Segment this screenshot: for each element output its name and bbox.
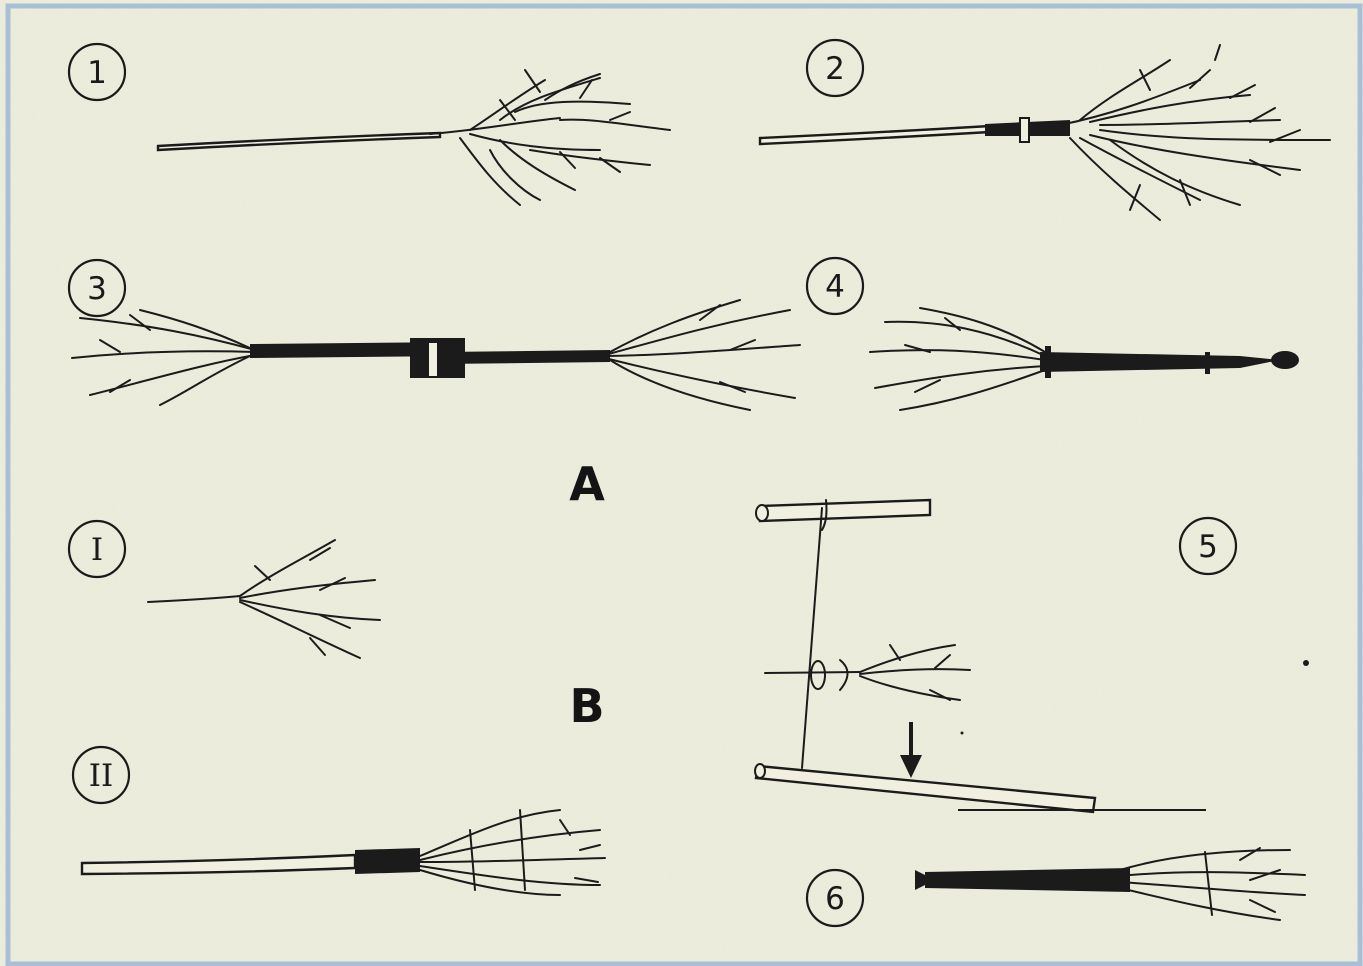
- section-label-b: B: [569, 679, 604, 733]
- step-label-II-text: II: [89, 758, 114, 794]
- step-label-I-text: I: [91, 532, 103, 568]
- step-label-4-text: 4: [825, 269, 845, 305]
- step-label-2-text: 2: [825, 51, 845, 87]
- step-label-3-text: 3: [87, 271, 107, 307]
- step-label-6-text: 6: [825, 881, 845, 917]
- section-label-a: A: [569, 457, 605, 511]
- print-speck: [1303, 660, 1309, 666]
- step-label-5-text: 5: [1198, 529, 1218, 565]
- print-speck: [961, 732, 964, 735]
- step-label-1-text: 1: [87, 55, 107, 91]
